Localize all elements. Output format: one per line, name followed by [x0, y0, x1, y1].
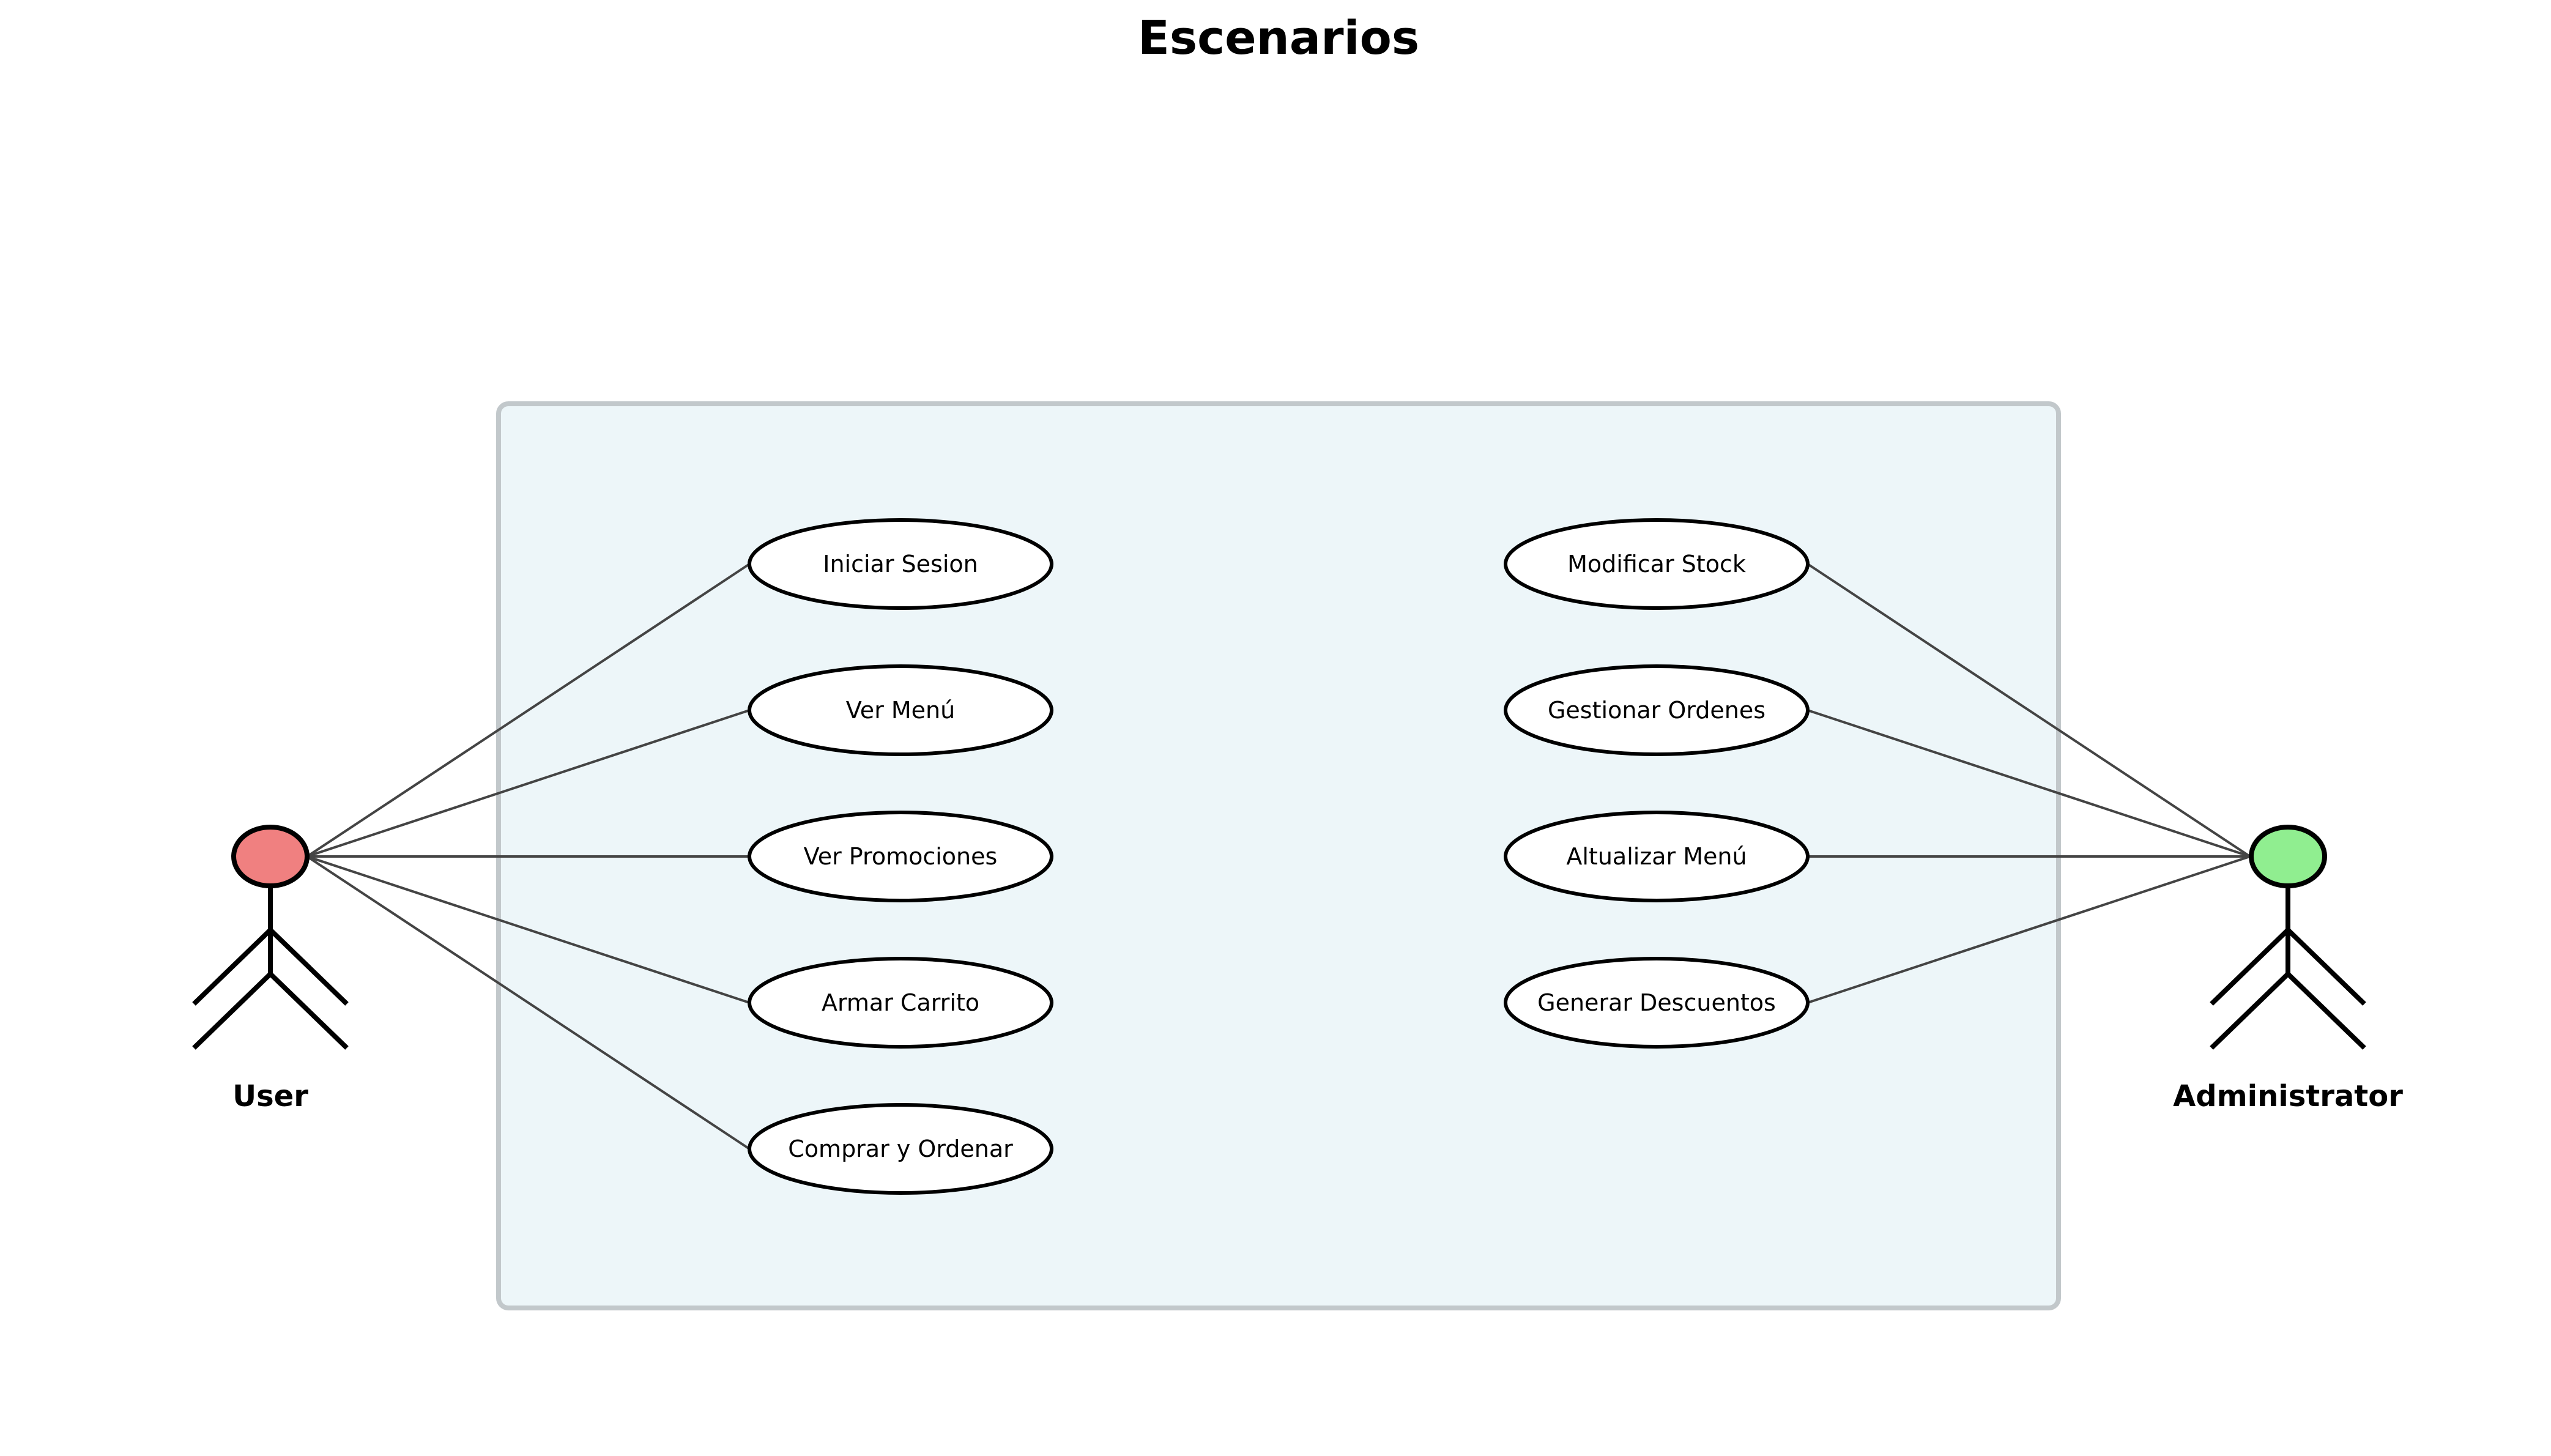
use-case-iniciar-sesion[interactable]: Iniciar Sesion — [748, 518, 1053, 610]
use-case-gestionar-ordenes[interactable]: Gestionar Ordenes — [1504, 664, 1810, 756]
actor-administrator-body — [2210, 886, 2366, 1050]
use-case-altualizar-menu[interactable]: Altualizar Menú — [1504, 811, 1810, 902]
association-user-armar-carrito — [306, 855, 750, 1004]
use-case-ver-promociones[interactable]: Ver Promociones — [748, 811, 1053, 902]
use-case-label: Gestionar Ordenes — [1548, 697, 1766, 724]
actor-administrator-label: Administrator — [2173, 1079, 2403, 1113]
use-case-label: Modificar Stock — [1567, 551, 1746, 578]
association-admin-gestionar-ordenes — [1807, 709, 2251, 858]
use-case-modificar-stock[interactable]: Modificar Stock — [1504, 518, 1810, 610]
actor-user-label: User — [232, 1079, 308, 1113]
use-case-label: Ver Menú — [846, 697, 955, 724]
diagram-title: Escenarios — [1138, 10, 1419, 65]
use-case-generar-descuentos[interactable]: Generar Descuentos — [1504, 957, 1810, 1049]
use-case-label: Generar Descuentos — [1537, 989, 1776, 1016]
use-case-ver-menu[interactable]: Ver Menú — [748, 664, 1053, 756]
association-user-iniciar-sesion — [306, 563, 751, 858]
association-user-comprar-ordenar — [306, 855, 751, 1150]
use-case-label: Comprar y Ordenar — [788, 1135, 1013, 1162]
actor-administrator[interactable]: Administrator — [2173, 825, 2403, 1113]
actor-administrator-head — [2249, 825, 2327, 888]
use-case-armar-carrito[interactable]: Armar Carrito — [748, 957, 1053, 1049]
use-case-label: Ver Promociones — [804, 843, 998, 870]
use-case-label: Iniciar Sesion — [823, 551, 978, 578]
actor-user-head — [231, 825, 310, 888]
association-user-ver-menu — [306, 709, 750, 858]
association-lines — [306, 563, 2251, 1150]
actor-user[interactable]: User — [192, 825, 349, 1113]
association-admin-generar-descuentos — [1807, 855, 2251, 1004]
use-case-label: Altualizar Menú — [1566, 843, 1747, 870]
use-case-label: Armar Carrito — [822, 989, 979, 1016]
association-admin-modificar-stock — [1806, 563, 2251, 858]
use-case-comprar-y-ordenar[interactable]: Comprar y Ordenar — [748, 1103, 1053, 1195]
actor-user-body — [192, 886, 349, 1050]
